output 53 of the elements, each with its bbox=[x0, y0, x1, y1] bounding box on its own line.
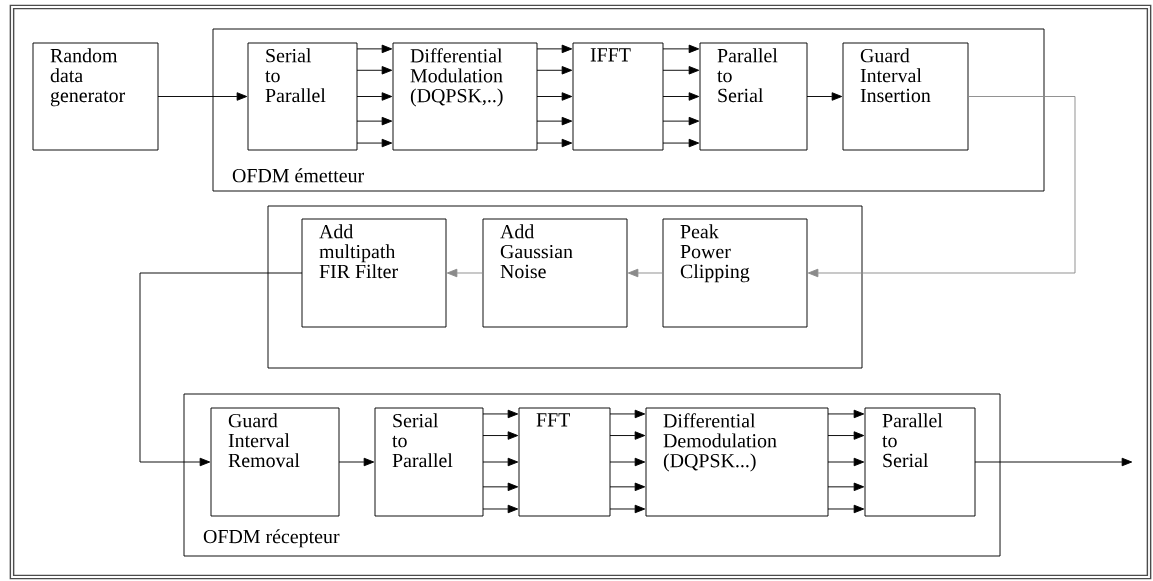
process-box: Parallel to Serial bbox=[699, 42, 808, 151]
arrow bbox=[356, 92, 393, 101]
arrow bbox=[609, 482, 646, 492]
arrow bbox=[482, 457, 519, 467]
arrow bbox=[827, 504, 865, 514]
process-box: Serial to Parallel bbox=[374, 407, 484, 517]
arrow bbox=[662, 66, 700, 75]
process-box: Add Gaussian Noise bbox=[482, 218, 628, 328]
arrow bbox=[827, 431, 865, 440]
process-box: Serial to Parallel bbox=[247, 42, 358, 151]
arrow bbox=[662, 116, 700, 126]
arrow bbox=[482, 431, 519, 440]
arrow bbox=[536, 138, 573, 148]
arrow bbox=[536, 66, 573, 75]
arrow bbox=[609, 457, 646, 467]
process-box: Random data generator bbox=[32, 42, 159, 151]
arrow bbox=[482, 504, 519, 514]
arrow bbox=[536, 44, 573, 54]
group-box bbox=[267, 205, 863, 369]
arrow bbox=[974, 457, 1133, 467]
arrow bbox=[338, 457, 375, 467]
arrow bbox=[827, 409, 865, 419]
arrow bbox=[627, 268, 664, 278]
arrow bbox=[356, 138, 393, 148]
arrow bbox=[157, 92, 248, 101]
process-box: Add multipath FIR Filter bbox=[301, 218, 447, 328]
process-box: FFT bbox=[518, 407, 611, 517]
arrow bbox=[827, 482, 865, 492]
arrow bbox=[662, 92, 700, 101]
arrow bbox=[609, 409, 646, 419]
arrow bbox=[356, 44, 393, 54]
process-box: Guard Interval Removal bbox=[210, 407, 340, 517]
arrow bbox=[609, 504, 646, 514]
process-box: Parallel to Serial bbox=[864, 407, 976, 517]
process-box: Guard Interval Insertion bbox=[842, 42, 969, 151]
arrow bbox=[609, 431, 646, 440]
arrow bbox=[482, 409, 519, 419]
arrow bbox=[662, 138, 700, 148]
process-box: Differential Modulation (DQPSK,..) bbox=[392, 42, 538, 151]
arrow bbox=[139, 272, 303, 467]
arrow bbox=[536, 92, 573, 101]
arrow bbox=[356, 66, 393, 75]
arrow bbox=[827, 457, 865, 467]
arrow bbox=[806, 92, 843, 101]
process-box: IFFT bbox=[572, 42, 664, 151]
arrow bbox=[356, 116, 393, 126]
arrow bbox=[536, 116, 573, 126]
process-box: Differential Demodulation (DQPSK...) bbox=[645, 407, 829, 517]
process-box: Peak Power Clipping bbox=[662, 218, 808, 328]
arrow bbox=[482, 482, 519, 492]
arrow bbox=[446, 268, 484, 278]
arrow bbox=[662, 44, 700, 54]
arrow bbox=[807, 96, 1076, 278]
